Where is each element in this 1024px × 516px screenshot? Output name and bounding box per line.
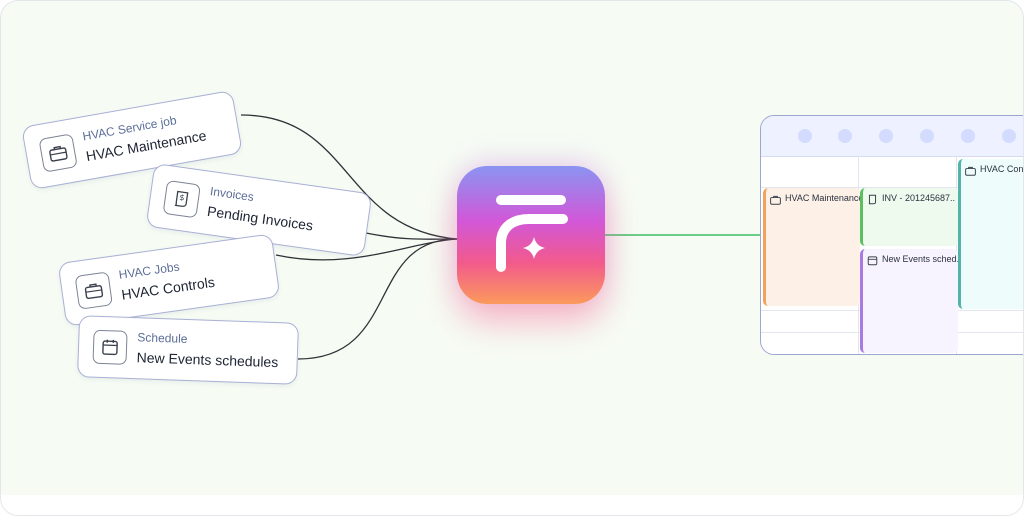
calendar-header-dot [1002, 129, 1016, 143]
connector-line-hvac-service-job [240, 114, 458, 240]
calendar-header-dot [838, 129, 852, 143]
calendar-icon [92, 329, 128, 365]
card-category: HVAC Jobs [117, 259, 181, 282]
invoice-icon: $ [162, 179, 201, 219]
card-category: Invoices [209, 184, 255, 205]
calendar-event[interactable]: HVAC Maintenance [763, 188, 860, 306]
calendar-header-dot [798, 129, 812, 143]
event-label: New Events sched.. [882, 254, 958, 264]
source-card-hvac-jobs[interactable]: HVAC Jobs HVAC Controls [57, 233, 281, 327]
calendar-header [761, 116, 1023, 157]
event-label: HVAC Maintenance [785, 193, 860, 203]
card-title: New Events schedules [136, 349, 279, 371]
event-label: INV - 201245687.. [882, 193, 956, 203]
calendar-event[interactable]: New Events sched.. [860, 249, 958, 353]
card-title: Pending Invoices [206, 202, 315, 234]
event-label: HVAC Contro [980, 164, 1024, 174]
calendar-view: HVAC Maintenance INV - 201245687.. New E… [760, 115, 1024, 355]
invoice-icon [867, 192, 878, 210]
briefcase-icon [965, 163, 976, 181]
connector-line-schedule [297, 238, 458, 360]
source-card-hvac-service-job[interactable]: HVAC Service job HVAC Maintenance [21, 89, 243, 191]
connector-line-invoices [365, 232, 458, 240]
logo-mark-icon [496, 195, 568, 272]
bottom-strip [1, 495, 1023, 515]
calendar-header-dot [920, 129, 934, 143]
card-category: Schedule [137, 330, 188, 346]
calendar-header-dot [961, 129, 975, 143]
calendar-event[interactable]: HVAC Contro [958, 159, 1024, 309]
briefcase-icon [38, 133, 78, 173]
source-card-schedule[interactable]: Schedule New Events schedules [76, 315, 300, 385]
calendar-event[interactable]: INV - 201245687.. [860, 188, 958, 246]
calendar-icon [867, 253, 878, 271]
briefcase-icon [770, 192, 781, 210]
app-logo [457, 166, 605, 304]
source-card-invoices[interactable]: $ Invoices Pending Invoices [145, 163, 373, 257]
svg-text:$: $ [179, 193, 185, 203]
briefcase-icon [74, 271, 113, 310]
calendar-header-dot [879, 129, 893, 143]
calendar-gridline [761, 187, 1023, 188]
